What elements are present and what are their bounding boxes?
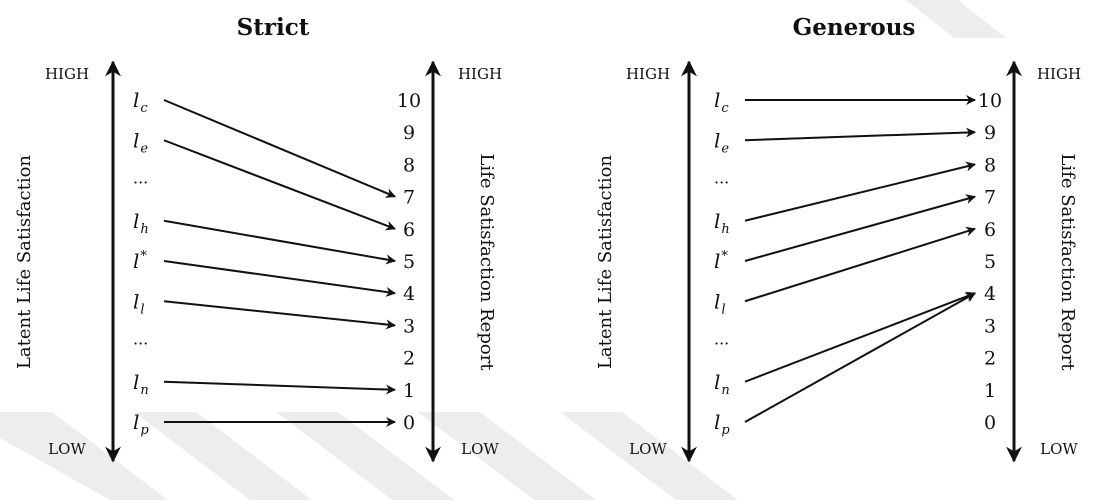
- score-label: 1: [984, 380, 996, 402]
- right-axis-low-label: LOW: [461, 440, 499, 458]
- score-label: 5: [403, 251, 415, 273]
- mapping-arrow: [744, 292, 976, 423]
- right-axis-title: Life Satisfaction Report: [476, 153, 497, 371]
- mapping-arrow: [163, 99, 396, 198]
- latent-level-label: ll: [133, 289, 145, 317]
- latent-level-label: lh: [133, 209, 149, 237]
- mapping-arrow: [163, 260, 396, 297]
- mapping-arrow: [163, 300, 396, 330]
- mapping-arrow: [744, 161, 976, 222]
- watermark-stripe: [418, 412, 596, 500]
- latent-level-label: lh: [714, 209, 730, 237]
- score-label: 6: [984, 219, 996, 241]
- score-label: 2: [984, 348, 996, 370]
- mapping-arrow: [744, 127, 976, 142]
- right-axis-low-label: LOW: [1040, 440, 1078, 458]
- right-axis-high-label: HIGH: [1037, 65, 1081, 83]
- right-axis-title: Life Satisfaction Report: [1057, 153, 1078, 371]
- score-label: 9: [984, 122, 996, 144]
- score-label: 5: [984, 251, 996, 273]
- left-axis-high-label: HIGH: [626, 65, 670, 83]
- watermark-stripe: [560, 412, 738, 500]
- score-label: 8: [403, 154, 415, 176]
- panel-generous: Generous HIGH LOW HIGH LOW Latent Life S…: [595, 14, 1081, 463]
- left-axis-title: Latent Life Satisfaction: [595, 155, 616, 369]
- mapping-arrow: [163, 139, 396, 231]
- score-label: 4: [403, 283, 415, 305]
- latent-level-label: le: [714, 128, 729, 156]
- latent-level-label: ...: [133, 330, 148, 349]
- score-label: 3: [403, 315, 415, 337]
- score-label: 7: [403, 187, 415, 209]
- watermark-stripe: [906, 0, 1006, 38]
- mapping-arrows: [163, 99, 396, 427]
- score-label: 6: [403, 219, 415, 241]
- panel-title: Strict: [237, 14, 310, 41]
- mapping-arrow: [163, 219, 396, 265]
- score-label: 2: [403, 348, 415, 370]
- latent-level-label: lp: [714, 410, 730, 438]
- watermark-stripe: [0, 412, 168, 500]
- score-label: 4: [984, 283, 996, 305]
- panel-strict: Strict HIGH LOW HIGH LOW Latent Life Sat…: [14, 14, 502, 463]
- watermark-stripe: [134, 412, 312, 500]
- latent-levels: lc le... lh l* ll... ln lp: [714, 88, 730, 438]
- latent-level-label: l*: [714, 249, 728, 273]
- mapping-arrow: [744, 194, 976, 262]
- mapping-arrow: [744, 226, 976, 303]
- left-axis-low-label: LOW: [629, 440, 667, 458]
- score-label: 0: [403, 412, 415, 434]
- mapping-arrow: [744, 291, 976, 383]
- latent-level-label: lc: [714, 88, 729, 116]
- latent-level-label: l*: [133, 249, 147, 273]
- score-label: 10: [978, 90, 1002, 112]
- score-label: 7: [984, 187, 996, 209]
- latent-level-label: ln: [133, 370, 149, 398]
- mapping-arrow: [163, 380, 396, 395]
- mapping-arrows: [744, 95, 976, 423]
- latent-level-label: ...: [133, 169, 148, 188]
- left-axis-title: Latent Life Satisfaction: [14, 155, 35, 369]
- latent-level-label: ...: [714, 330, 729, 349]
- score-label: 9: [403, 122, 415, 144]
- left-axis-low-label: LOW: [48, 440, 86, 458]
- latent-level-label: ...: [714, 169, 729, 188]
- watermark-band: [0, 0, 1006, 500]
- right-axis-high-label: HIGH: [458, 65, 502, 83]
- latent-level-label: ll: [714, 289, 726, 317]
- left-axis-high-label: HIGH: [45, 65, 89, 83]
- latent-level-label: ln: [714, 370, 730, 398]
- score-label: 10: [397, 90, 421, 112]
- score-label: 0: [984, 412, 996, 434]
- score-label: 8: [984, 154, 996, 176]
- score-label: 1: [403, 380, 415, 402]
- panel-title: Generous: [793, 14, 916, 41]
- latent-level-label: le: [133, 128, 148, 156]
- watermark-stripe: [276, 412, 454, 500]
- latent-level-label: lc: [133, 88, 148, 116]
- score-label: 3: [984, 315, 996, 337]
